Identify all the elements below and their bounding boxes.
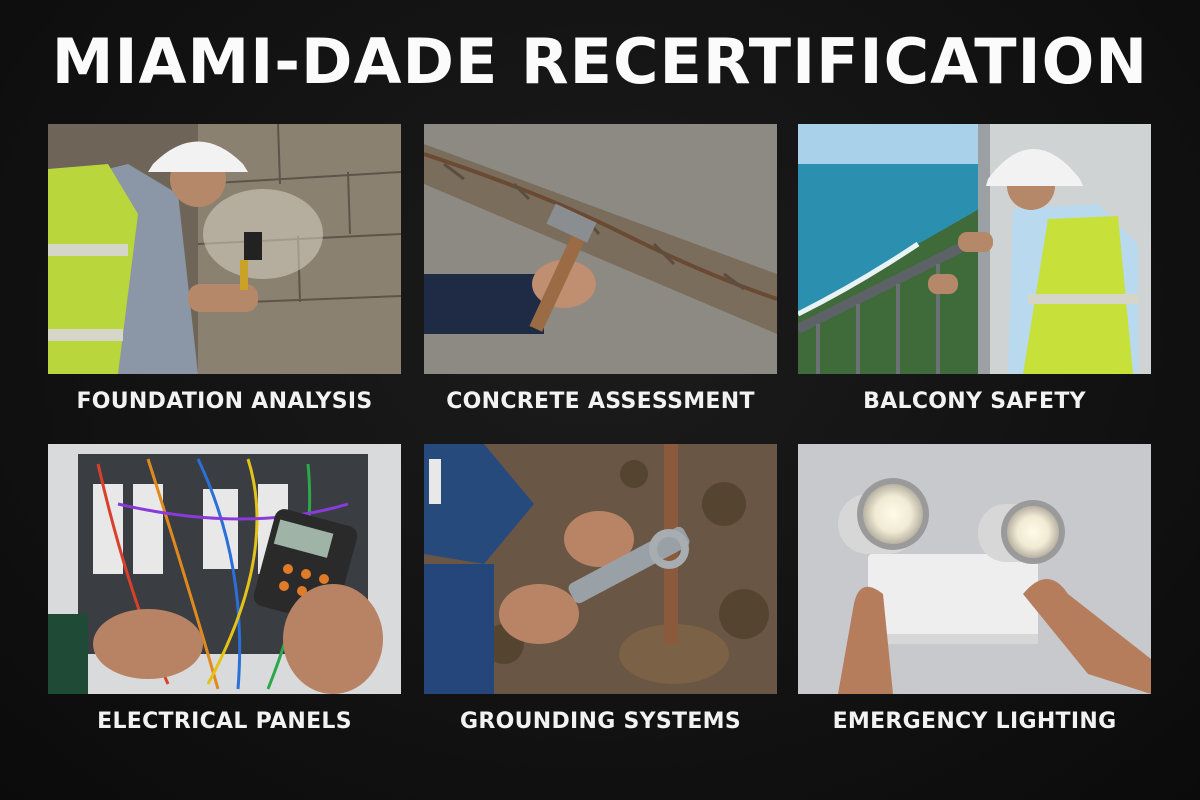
page-title: MIAMI-DADE RECERTIFICATION bbox=[51, 25, 1149, 98]
foundation-analysis-photo bbox=[48, 124, 401, 374]
tile-caption: FOUNDATION ANALYSIS bbox=[76, 389, 373, 414]
emergency-lighting-photo bbox=[798, 444, 1151, 694]
concrete-assessment-photo bbox=[424, 124, 777, 374]
tile-caption: GROUNDING SYSTEMS bbox=[459, 709, 742, 734]
tile-caption: ELECTRICAL PANELS bbox=[97, 709, 352, 734]
tile-caption: EMERGENCY LIGHTING bbox=[832, 709, 1117, 734]
tile-caption: CONCRETE ASSESSMENT bbox=[446, 389, 755, 414]
balcony-safety-photo bbox=[798, 124, 1151, 374]
tile-caption: BALCONY SAFETY bbox=[863, 389, 1086, 414]
electrical-panels-photo bbox=[48, 444, 401, 694]
grounding-systems-photo bbox=[424, 444, 777, 694]
